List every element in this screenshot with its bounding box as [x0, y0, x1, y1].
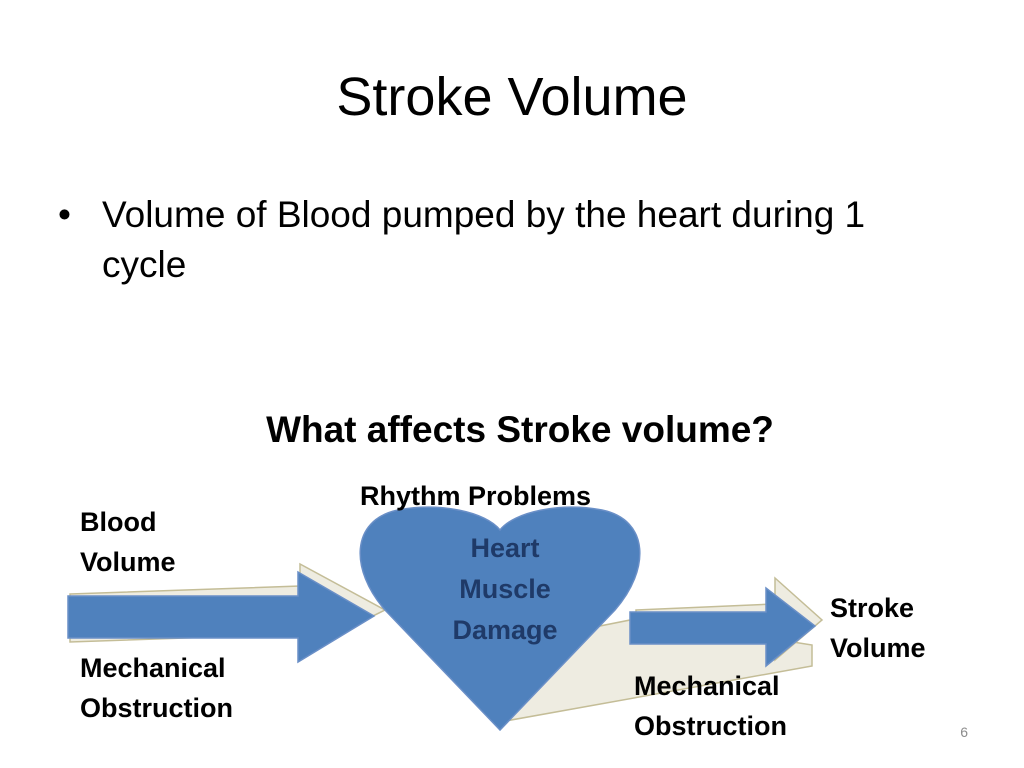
right-arrow: [629, 586, 817, 668]
bullet-list: • Volume of Blood pumped by the heart du…: [56, 190, 916, 290]
blood-volume-label: Blood Volume: [80, 507, 176, 577]
bullet-text: Volume of Blood pumped by the heart duri…: [102, 194, 866, 285]
heart-muscle-damage-label: Heart Muscle Damage: [452, 533, 558, 645]
slide-title: Stroke Volume: [336, 67, 688, 127]
rhythm-problems-label: Rhythm Problems: [360, 481, 592, 511]
page-number: 6: [960, 724, 968, 740]
stroke-volume-output-label: Stroke Volume: [830, 593, 926, 663]
bullet-item: • Volume of Blood pumped by the heart du…: [56, 190, 916, 290]
diagram-question: What affects Stroke volume?: [266, 409, 774, 450]
mechanical-obstruction-left-label: Mechanical Obstruction: [80, 653, 233, 723]
heart-shape: [359, 506, 641, 732]
mechanical-obstruction-right-label: Mechanical Obstruction: [634, 671, 787, 741]
left-arrow: [67, 570, 376, 664]
bullet-dot-icon: •: [58, 194, 71, 235]
